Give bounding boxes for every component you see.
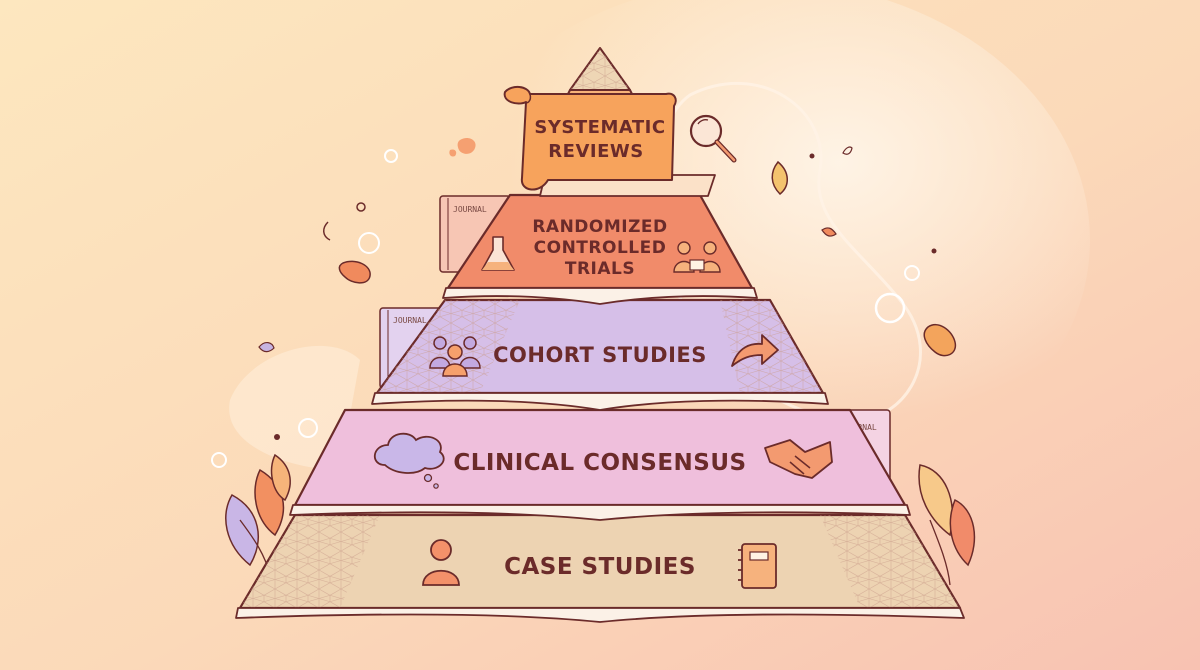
plant-left <box>225 453 291 576</box>
tier-label-case-studies: CASE STUDIES <box>504 554 696 580</box>
tier-clinical-consensus: CLINICAL CONSENSUS <box>289 408 911 521</box>
person-icon <box>422 539 460 586</box>
dot <box>356 202 366 212</box>
drop-shape <box>457 137 476 154</box>
tier-label-clinical-consensus: CLINICAL CONSENSUS <box>453 450 746 476</box>
tier-label-cohort-studies: COHORT STUDIES <box>493 343 707 367</box>
journal-label: JOURNAL <box>453 205 487 214</box>
tier-case-studies: CASE STUDIES <box>235 513 965 623</box>
tier-label-systematic-line-1: SYSTEMATIC <box>534 117 665 138</box>
bubble <box>358 232 380 254</box>
journal-label: JOURNAL <box>393 316 427 325</box>
background-blob-left <box>229 345 360 470</box>
bubble <box>211 452 227 468</box>
squiggle-shape <box>323 221 331 241</box>
handshake-icon <box>764 439 833 479</box>
drop-shape <box>449 149 457 157</box>
bubble <box>384 149 398 163</box>
blob-shape <box>923 323 957 357</box>
book-page-edge <box>442 287 758 305</box>
book-page-edge <box>289 504 911 521</box>
dot <box>931 248 937 254</box>
tier-label-rct-line-2: CONTROLLED <box>534 238 667 258</box>
book-page-edge <box>371 392 829 411</box>
notebook-icon <box>738 543 777 589</box>
bubble <box>874 292 906 324</box>
dot <box>809 153 815 159</box>
leaf-shape <box>842 146 853 155</box>
flask-icon <box>481 236 515 271</box>
group-icon <box>429 336 481 377</box>
leaf-shape <box>821 227 837 237</box>
leaf-shape <box>771 160 788 196</box>
tier-label-rct-line-3: TRIALS <box>565 259 635 279</box>
tier-cohort-studies: COHORT STUDIES <box>371 298 829 411</box>
plant-right <box>918 464 976 586</box>
book-page-edge <box>235 607 965 623</box>
bean-shape <box>338 260 371 284</box>
researchers-icon <box>673 241 721 273</box>
tier-systematic-reviews: SYSTEMATIC REVIEWS <box>503 86 737 197</box>
arrow-icon <box>731 334 779 367</box>
squiggle-shape <box>258 342 275 353</box>
tier-randomized-controlled-trials: RANDOMIZED CONTROLLED TRIALS <box>442 193 758 305</box>
bubble <box>298 418 318 438</box>
dot <box>274 434 280 440</box>
magnifier-icon <box>689 114 737 163</box>
tier-label-systematic-line-2: REVIEWS <box>548 141 643 162</box>
bubble <box>904 265 920 281</box>
decorations <box>211 137 957 468</box>
tier-label-rct-line-1: RANDOMIZED <box>532 217 667 237</box>
thought-cloud-icon <box>373 432 445 489</box>
